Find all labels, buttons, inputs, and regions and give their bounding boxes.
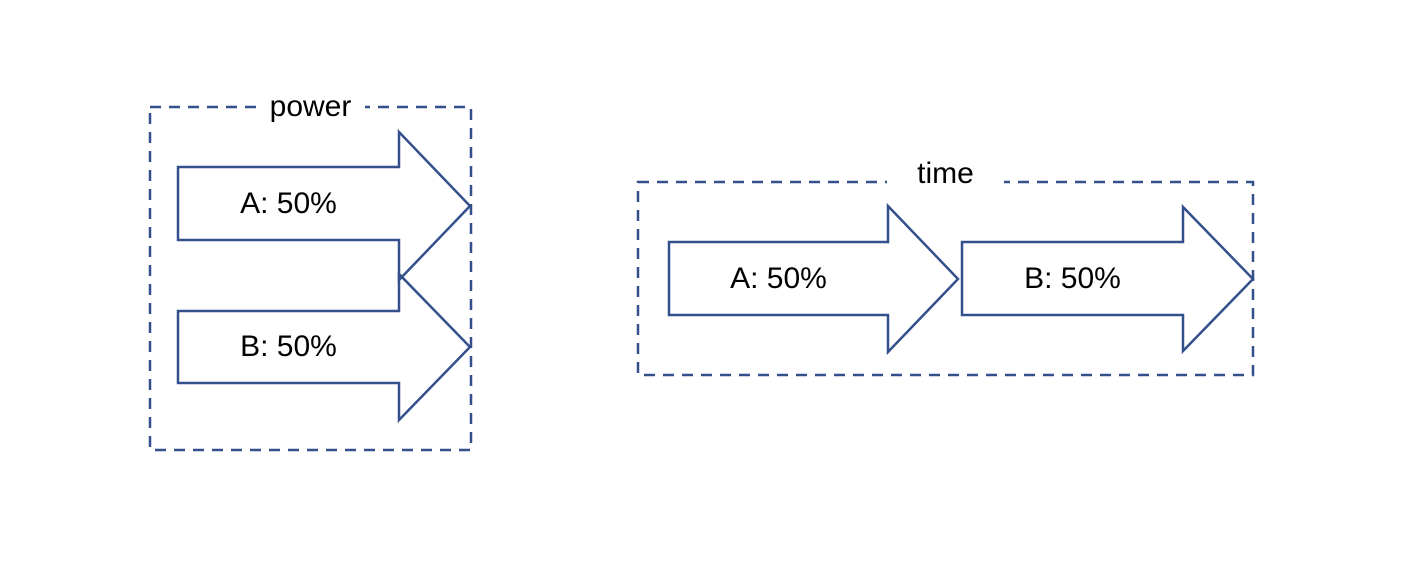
power-group-label: power xyxy=(255,89,366,125)
time-group-label-row: time xyxy=(638,156,1253,192)
time-arrow-b xyxy=(960,203,1255,355)
power-group-label-row: power xyxy=(150,89,471,125)
power-arrow-b xyxy=(176,270,472,424)
time-arrow-a xyxy=(667,202,960,356)
power-arrow-a xyxy=(176,128,472,284)
time-group-box xyxy=(636,180,1255,377)
time-group-label: time xyxy=(887,156,1004,192)
